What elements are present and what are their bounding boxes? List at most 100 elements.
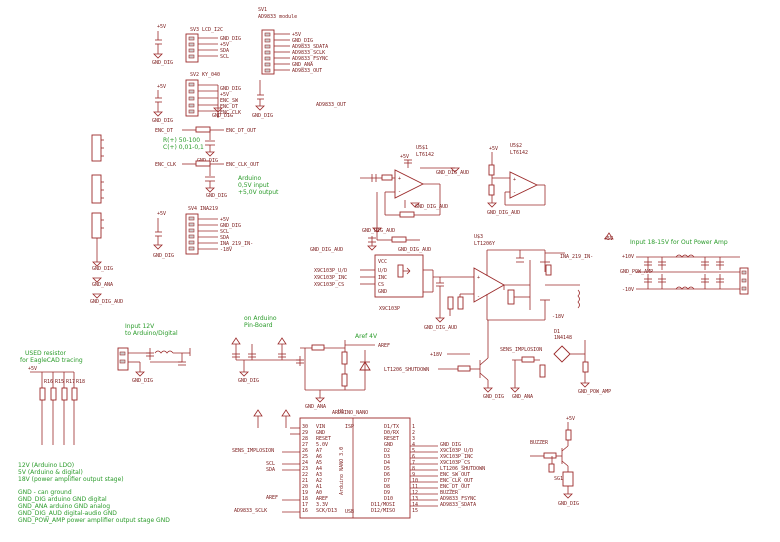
arduino-right-num-6: 6 [412,454,415,460]
arduino-right-num-8: 8 [412,466,415,472]
x9c-cs-net: X9C103P_CS [314,282,344,288]
vcc-label: +5V [28,366,37,372]
vcc-label: +5V [157,84,166,90]
sv4-ina219-connector: +5V GND_DIG SV4 INA219 +5V GND_DIG SCL S… [153,206,253,259]
arduino-right-net-12: BUZZER [440,490,459,496]
gnd-label: GND_DIG [212,113,233,119]
enc-clk-out-label: ENC_CLK_OUT [226,162,259,168]
used-resistor-1: R16 [44,379,53,385]
arduino-left-pin-14: 3.3V [316,502,328,508]
arduino-left-num-6: 25 [302,454,308,460]
arduino-right-pin-11: D8 [384,484,390,490]
sv4-pin-2: GND_DIG [220,223,241,229]
arduino-right-num-9: 9 [412,472,415,478]
arduino-left-pin-12: A0 [316,490,322,496]
arduino-left-pin-13: AREF [316,496,328,502]
vcc-label: +5V [400,154,409,160]
sv1-pin-1: +5V [292,32,301,38]
arduino-left-pin-15: SCK/D13 [316,508,337,514]
arduino-right-net-10: ENC_CLK_OUT [440,478,473,484]
arduino-right-pin-14: D11/MOSI [371,502,395,508]
sv3-pin-2: +5V [220,42,229,48]
x9c-ud-net: X9C103P_U/D [314,268,347,274]
x9c-pin-gnd: GND [378,289,387,295]
used-resistor-3: R17 [66,379,75,385]
u5b-ref: U5$2 [510,143,522,149]
shutdown-and-sense-section: +18V LT1206_SHUTDOWN GND_DIG SENS_IMPLOS… [384,320,611,400]
vcc-label: +5V [566,416,575,422]
arduino-right-num-3: 3 [412,436,415,442]
gnd-label: GND_DIG [132,378,153,384]
arduino-isp: ISP [345,424,354,430]
arduino-right-net-11: ENC_DT_OUT [440,484,470,490]
arduino-right-pin-5: D2 [384,448,390,454]
sv2-name: KY_040 [202,72,220,78]
power-legend-3: 18V (power amplifier output stage) [18,476,124,483]
arduino-right-num-15: 15 [412,508,418,514]
arduino-right-pin-9: D6 [384,472,390,478]
buzzer-section: +5V BUZZER SG1 GND_DIG [530,416,579,507]
vcc-label: +5V [157,24,166,30]
sv1-pin-3: AD9833_SDATA [292,44,328,50]
arduino-left-num-10: 21 [302,478,308,484]
sv1-pin-5: AD9833_FSYNC [292,56,328,62]
arduino-left-num-3: 28 [302,436,308,442]
x9c-inc-net: X9C103P_INC [314,275,347,281]
arduino-left-pin-1: VIN [316,424,325,430]
used-resistor-4: R18 [76,379,85,385]
sv3-pin-4: SCL [220,54,229,60]
m18v-label: -18V [552,314,564,320]
sv4-pin-4: SDA [220,235,229,241]
arduino-left-num-12: 19 [302,490,308,496]
sens-implosion-net: SENS_IMPLOSION [232,448,274,454]
arduino-left-pin-2: GND [316,430,325,436]
aref-net: AREF [266,495,278,501]
gnd-dig-aud-label: GND_DIG_AUD [487,210,520,216]
arduino-right-pin-13: D10 [384,496,393,502]
lt1206-shutdown-label: LT1206_SHUTDOWN [384,367,429,373]
opamp-plus: + [477,275,480,281]
sv4-pin-6: -18V [220,247,232,253]
opamp-plus: + [513,177,516,183]
gnd-ana-label: GND_ANA [305,404,326,410]
arduino-right-num-4: 4 [412,442,415,448]
sv2-encoder-connector: +5V GND_DIG SV2 KY_040 GND_DIG +5V ENC_S… [152,72,241,124]
sv1-pin-4: AD9833_SCLK [292,50,325,56]
input-12v-section: Input 12V to Arduino/Digital GND_DIG [117,323,191,384]
arduino-right-pin-6: D3 [384,454,390,460]
gnd-dig-aud-label: GND_DIG_AUD [362,228,395,234]
encoder-rc-filters: ENC_DT ENC_DT_OUT R(+) 50-100 C(+) 0,01-… [155,126,279,199]
arduino-name: Arduino NANO 3.0 [339,447,345,495]
arduino-right-net-14: AD9833_SDATA [440,502,476,508]
arduino-left-pin-11: A1 [316,484,322,490]
arduino-left-pin-3: RESET [316,436,331,442]
opamp-plus: + [398,176,401,182]
enc-dt-label: ENC_DT [155,128,173,134]
arduino-usb: USB [345,509,354,515]
arduino-right-num-13: 13 [412,496,418,502]
sv3-lcd-connector: +5V GND_DIG SV3 LCD_I2C GND_DIG +5V SDA … [152,24,241,66]
x9c-pin-inc: INC [378,275,387,281]
d1-ref: D1 [554,329,560,335]
arduino-left-pin-7: A5 [316,460,322,466]
arduino-right-net-5: X9C103P_U/D [440,448,473,454]
gnd-dig-aud-label: GND_DIG_AUD [415,204,448,210]
arduino-right-net-8: LT1206_SHUTDOWN [440,466,485,472]
u5b-name: LT6142 [510,150,528,156]
gnd-label: GND_DIG [152,118,173,124]
sv1-pin-7: AD9833_OUT [292,68,322,74]
arduino-right-pin-4: GND [384,442,393,448]
arduino-left-num-4: 27 [302,442,308,448]
arduino-input-note-1: Arduino [238,175,262,182]
sv4-name: INA219 [200,206,218,212]
gnd-legend-5: GND_POW_AMP power amplifier output stage… [18,517,170,524]
arduino-right-pin-3: RESET [384,436,399,442]
audio-buffer-u5-1: U5$1 LT6142 +5V GND_DIG_AUD + - GND_DIG_… [310,145,469,253]
sv2-pin-5: ENC_CLK [220,110,241,116]
pin-board-note-1: on Arduino [244,315,277,322]
gnd-legend-4: GND_DIG_AUD digital-audio GND [18,510,117,517]
arduino-right-num-11: 11 [412,484,418,490]
sens-implosion-label: SENS_IMPLOSION [500,347,542,353]
sv1-pin-6: GND_ANA [292,62,313,68]
sv4-ref: SV4 [188,206,197,212]
